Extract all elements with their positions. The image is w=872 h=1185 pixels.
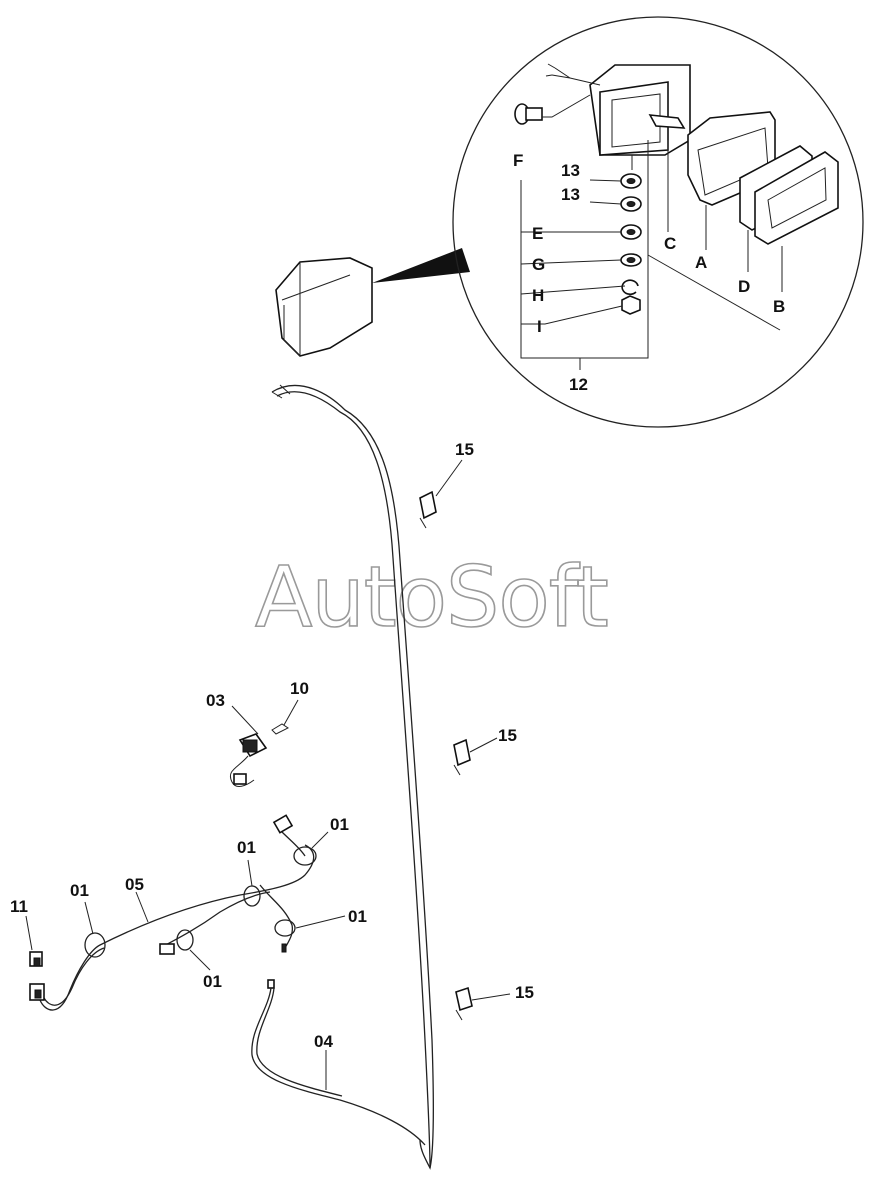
label-01d: 01	[348, 907, 367, 926]
nut-i	[621, 295, 641, 315]
clip-15a	[419, 459, 463, 529]
label-i: I	[537, 317, 542, 336]
label-f: F	[513, 151, 523, 170]
detail-circle	[452, 16, 864, 428]
label-04: 04	[314, 1032, 333, 1051]
label-11: 11	[10, 897, 28, 916]
label-b: B	[773, 297, 785, 316]
label-05: 05	[125, 875, 144, 894]
label-15b: 15	[498, 726, 517, 745]
label-a: A	[695, 253, 707, 272]
label-e: E	[532, 224, 543, 243]
label-03: 03	[206, 691, 225, 710]
label-10: 10	[290, 679, 309, 698]
label-13a: 13	[561, 161, 580, 180]
harness-05	[39, 814, 346, 1011]
lamp-assembly	[275, 257, 373, 357]
screw-f	[514, 94, 591, 125]
label-01e: 01	[203, 972, 222, 991]
label-15c: 15	[515, 983, 534, 1002]
label-01c: 01	[330, 815, 349, 834]
watermark: AutoSoft	[255, 548, 608, 646]
part-10	[271, 723, 289, 735]
label-12: 12	[569, 375, 588, 394]
label-d: D	[738, 277, 750, 296]
label-g: G	[532, 255, 545, 274]
switch-03	[230, 699, 299, 787]
lock-washer-h	[621, 279, 639, 296]
frame-b	[754, 151, 839, 245]
detail-pointer-wedge	[372, 248, 470, 283]
label-15a: 15	[455, 440, 474, 459]
detail-leader-lines	[520, 140, 783, 370]
detail-view: F 13 13 E G H I C A D B 12	[372, 16, 864, 428]
harness-04	[251, 979, 426, 1146]
label-c: C	[664, 234, 676, 253]
label-h: H	[532, 286, 544, 305]
lamp-housing	[545, 63, 691, 156]
label-13b: 13	[561, 185, 580, 204]
main-harness	[271, 384, 434, 1170]
label-01b: 01	[237, 838, 256, 857]
clip-15c	[455, 986, 511, 1021]
label-01a: 01	[70, 881, 89, 900]
clip-15b	[453, 737, 498, 776]
connector-11	[25, 915, 45, 1001]
